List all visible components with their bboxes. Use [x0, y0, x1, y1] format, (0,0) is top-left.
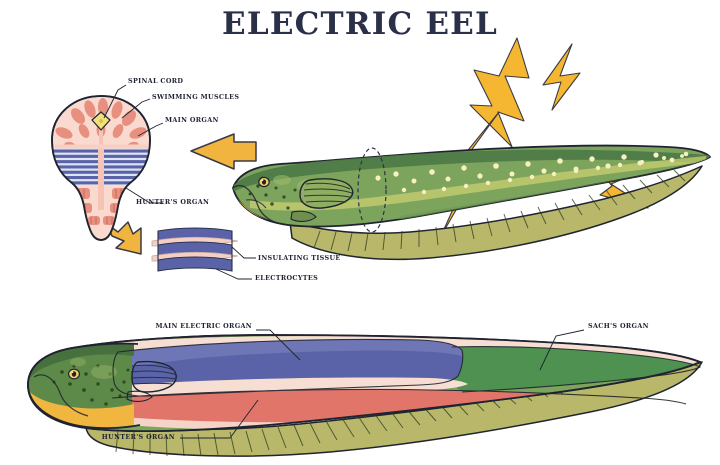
lower-eel-eye: [67, 368, 80, 380]
swimming-muscle-blobs: [55, 98, 147, 151]
label-swimming-muscles: SWIMMING MUSCLES: [152, 93, 240, 101]
label-hunters-organ-lower: HUNTER'S ORGAN: [101, 433, 175, 441]
lightning-bolt-small: [542, 43, 581, 111]
spinal-cord-marker: [91, 111, 111, 131]
arrow-to-electrocytes: [106, 221, 142, 255]
label-hunters-organ-cross: HUNTER'S ORGAN: [136, 198, 210, 206]
page-title: ELECTRIC EEL: [222, 6, 498, 42]
lightning-bolt-large: [469, 37, 530, 148]
label-electrocytes: ELECTROCYTES: [255, 274, 319, 282]
label-sachs-organ: SACH'S ORGAN: [588, 322, 649, 330]
label-insulating-tissue: INSULATING TISSUE: [258, 254, 341, 262]
upper-eel-pectoral-fin: [299, 178, 354, 209]
arrow-to-cross-section: [190, 133, 257, 170]
upper-eel-illustration: [232, 144, 711, 261]
upper-eel-eye: [258, 176, 270, 188]
electrocyte-stack-detail: [151, 227, 256, 280]
eel-body-cross-section: [51, 95, 151, 241]
lower-eel-anatomy: [27, 334, 703, 457]
label-main-electric-organ: MAIN ELECTRIC ORGAN: [155, 322, 252, 330]
eel-lateral-spots: [375, 151, 689, 195]
lower-leader-lines: [180, 329, 585, 439]
lower-eel-pectoral-fin: [126, 360, 178, 402]
cross-section-marker: [357, 147, 387, 233]
label-spinal-cord: SPINAL CORD: [128, 77, 184, 85]
cross-section-leader-lines: [103, 84, 164, 204]
label-main-organ: MAIN ORGAN: [165, 116, 219, 124]
